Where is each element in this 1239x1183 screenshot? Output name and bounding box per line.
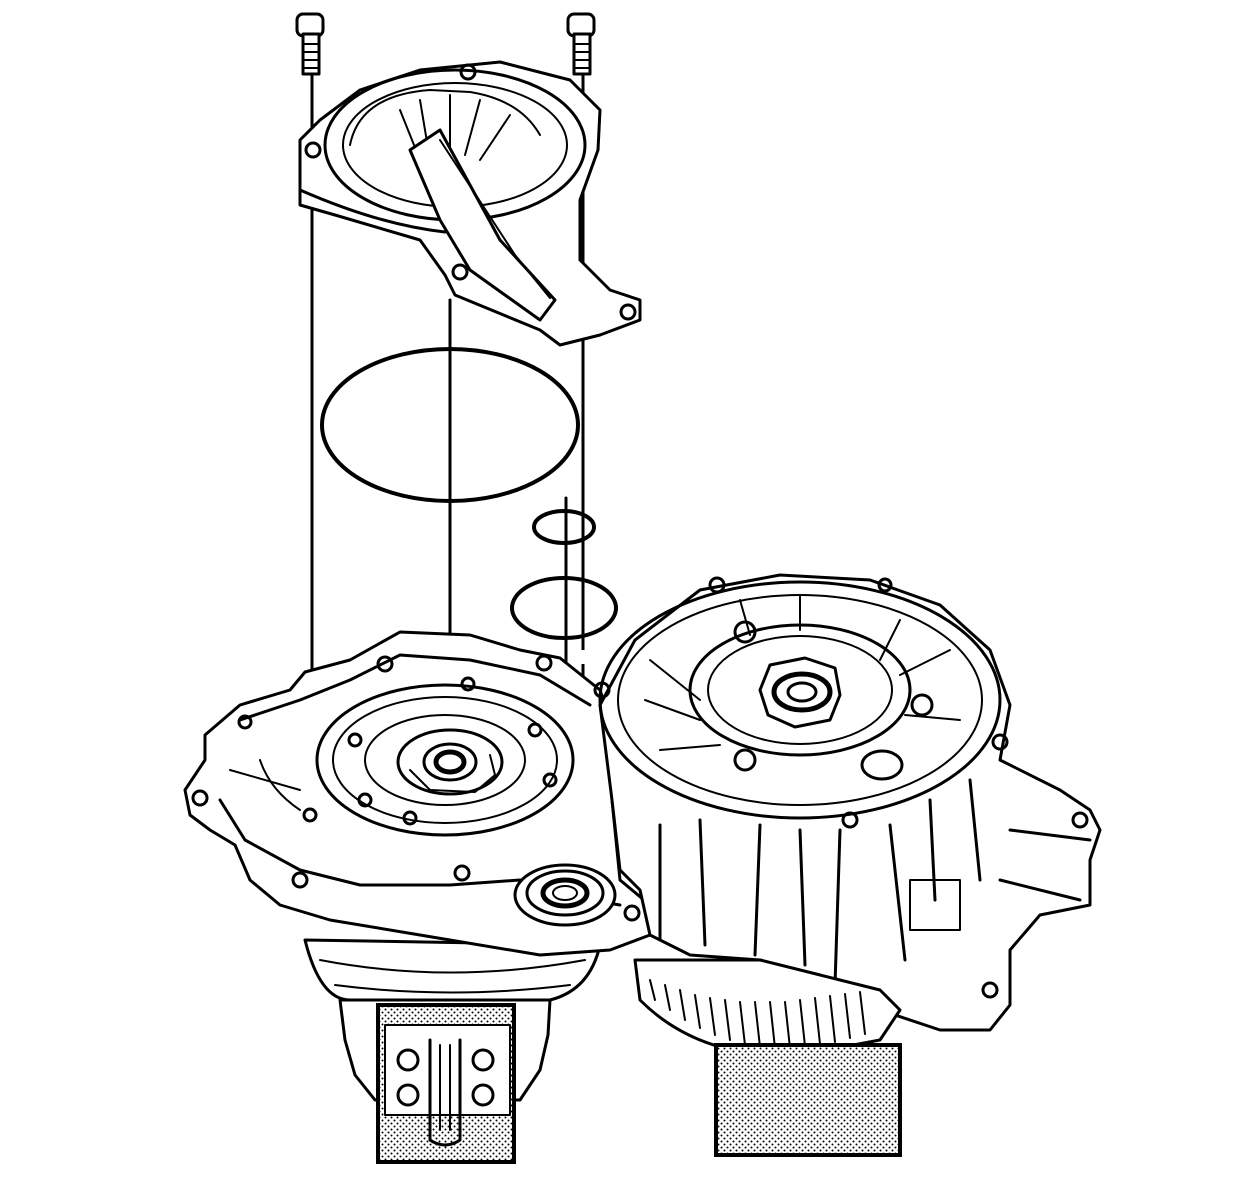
right-output-gear-icon (633, 958, 902, 1057)
cover-plate-icon (298, 60, 642, 347)
small-o-ring-upper-icon (532, 509, 596, 545)
bolt-left-icon (295, 12, 325, 76)
transmission-case-right-icon (593, 573, 1102, 1032)
bolt-right-icon (566, 12, 596, 76)
large-o-ring-icon (320, 347, 580, 503)
output-shaft-seal-icon (513, 863, 617, 927)
left-output-flange-icon (338, 998, 552, 1164)
small-o-ring-lower-icon (510, 576, 618, 640)
left-bell-housing-icon (303, 938, 602, 1002)
right-output-yoke-icon (714, 1043, 902, 1157)
